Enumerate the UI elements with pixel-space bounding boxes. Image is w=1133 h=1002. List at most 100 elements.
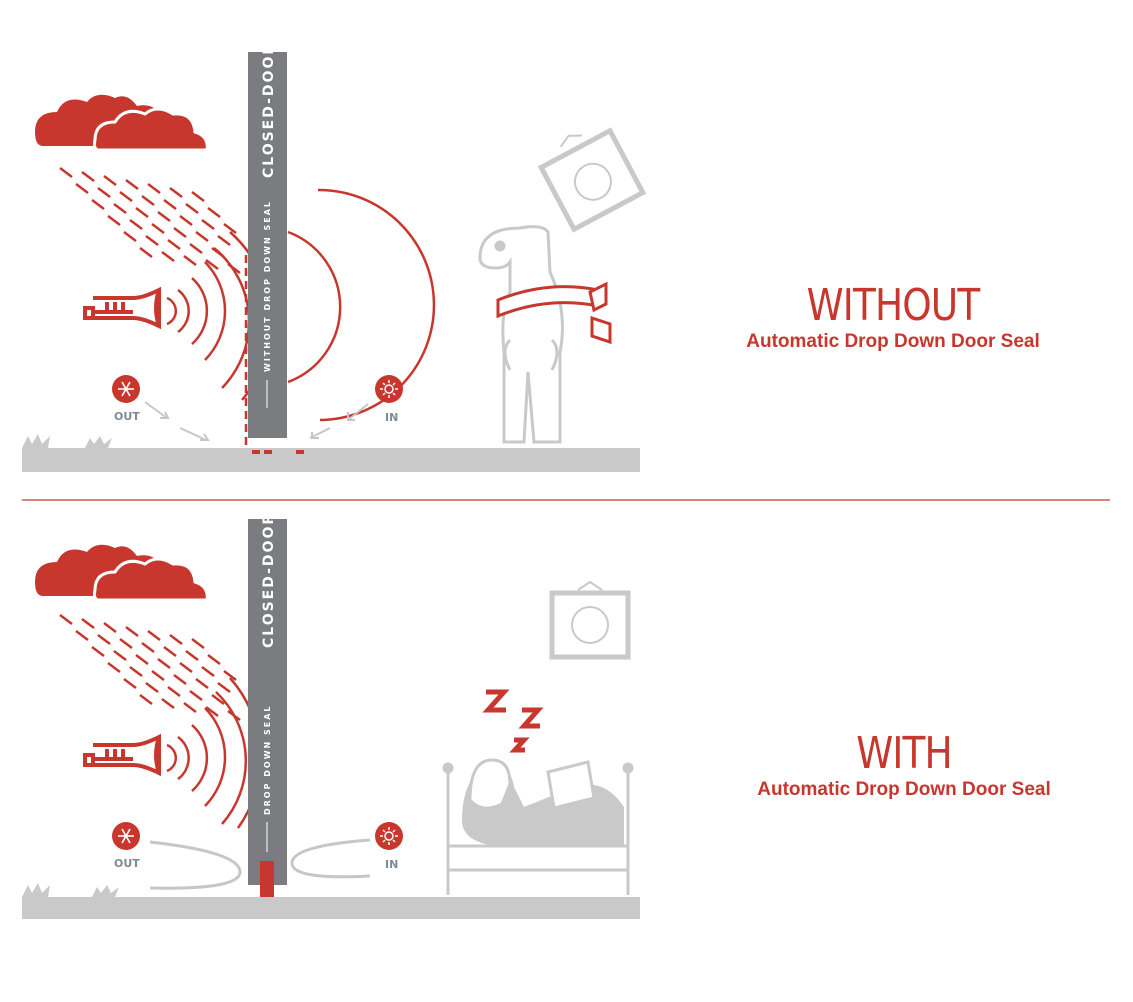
- subheading-with: Automatic Drop Down Door Seal: [757, 779, 1051, 800]
- rain-drop: [161, 251, 175, 262]
- rain-drop: [135, 654, 149, 665]
- cloud-icon: [33, 543, 209, 602]
- rain-drop: [145, 682, 159, 693]
- cold-person: [478, 225, 564, 444]
- in-label: IN: [385, 858, 398, 871]
- rain-drop: [129, 666, 143, 677]
- heading-with: WITH: [856, 728, 952, 779]
- rain-drop: [91, 199, 105, 210]
- rain-drop: [147, 183, 161, 194]
- rain-drop: [173, 227, 187, 238]
- rain-drop: [207, 207, 221, 218]
- rain-drop: [125, 626, 139, 637]
- rain-drop: [151, 223, 165, 234]
- rain-drop: [179, 215, 193, 226]
- heading-without: WITHOUT: [806, 280, 981, 331]
- seal-label: WITHOUT DROP DOWN SEAL: [263, 200, 272, 372]
- rain-drop: [185, 650, 199, 661]
- rain: [59, 167, 241, 274]
- door-label: CLOSED-DOOR: [261, 512, 277, 648]
- rain-drop: [75, 183, 89, 194]
- drop-down-seal: [260, 861, 274, 897]
- rain-drop: [123, 678, 137, 689]
- rain-drop: [217, 235, 231, 246]
- rain-drop: [141, 642, 155, 653]
- rain-drop: [195, 678, 209, 689]
- rain-drop: [223, 670, 237, 681]
- picture-frame: [549, 580, 631, 660]
- rain-drop: [173, 674, 187, 685]
- rain-drop: [201, 219, 215, 230]
- in-label: IN: [385, 411, 398, 424]
- subheading-without: Automatic Drop Down Door Seal: [746, 331, 1040, 352]
- blocked-airflow: [149, 838, 371, 890]
- panel-without: CLOSED-DOOR WITHOUT DROP DOWN SEAL OUT I…: [22, 42, 647, 472]
- rain-drop: [125, 179, 139, 190]
- rain-drop: [91, 646, 105, 657]
- rain-drop: [119, 191, 133, 202]
- trumpet-icon: [83, 288, 161, 328]
- rain-drop: [163, 199, 177, 210]
- rain-drop: [223, 223, 237, 234]
- rain-drop: [207, 654, 221, 665]
- rain-drop: [195, 231, 209, 242]
- rain-drop: [157, 658, 171, 669]
- rain-drop: [167, 686, 181, 697]
- airflow-arrows: [144, 401, 369, 441]
- floor: [22, 897, 640, 919]
- scarf: [496, 281, 612, 345]
- rain-drop: [205, 259, 219, 270]
- rain-drop: [201, 666, 215, 677]
- grass: [22, 883, 119, 897]
- gap-leak: [252, 450, 304, 454]
- zzz: [482, 689, 544, 753]
- rain-drop: [123, 231, 137, 242]
- rain-drop: [135, 207, 149, 218]
- tilted-picture-frame: [537, 127, 647, 233]
- rain-drop: [113, 650, 127, 661]
- rain-drop: [97, 187, 111, 198]
- panel-with: CLOSED-DOOR DROP DOWN SEAL OUT IN: [22, 512, 640, 919]
- rain-drop: [189, 690, 203, 701]
- out-label: OUT: [114, 857, 140, 870]
- rain-drop: [107, 215, 121, 226]
- heading-without-block: WITHOUT Automatic Drop Down Door Seal: [683, 280, 1103, 353]
- grass: [22, 434, 112, 448]
- rain-drop: [163, 646, 177, 657]
- snowflake-icon: [111, 821, 141, 851]
- rain-drop: [205, 706, 219, 717]
- rain-drop: [103, 175, 117, 186]
- rain-drop: [169, 187, 183, 198]
- sleeping-person-in-bed: [442, 758, 634, 895]
- sun-icon: [374, 374, 404, 404]
- rain-drop: [107, 662, 121, 673]
- rain-drop: [113, 203, 127, 214]
- rain-drop: [179, 662, 193, 673]
- out-label: OUT: [114, 410, 140, 423]
- rain-drop: [157, 211, 171, 222]
- rain-drop: [59, 614, 73, 625]
- rain-drop: [147, 630, 161, 641]
- rain: [59, 614, 241, 721]
- door-label: CLOSED-DOOR: [261, 42, 277, 178]
- rain-drop: [139, 247, 153, 258]
- rain-drop: [185, 203, 199, 214]
- rain-drop: [183, 255, 197, 266]
- trumpet-icon: [83, 735, 161, 775]
- snowflake-icon: [111, 374, 141, 404]
- rain-drop: [151, 670, 165, 681]
- closed-door: [248, 52, 287, 438]
- rain-drop: [167, 239, 181, 250]
- cloud-icon: [33, 93, 209, 152]
- rain-drop: [97, 634, 111, 645]
- rain-drop: [139, 694, 153, 705]
- floor: [22, 448, 640, 472]
- rain-drop: [75, 630, 89, 641]
- rain-drop: [145, 235, 159, 246]
- rain-drop: [81, 618, 95, 629]
- rain-drop: [183, 702, 197, 713]
- rain-drop: [103, 622, 117, 633]
- rain-drop: [161, 698, 175, 709]
